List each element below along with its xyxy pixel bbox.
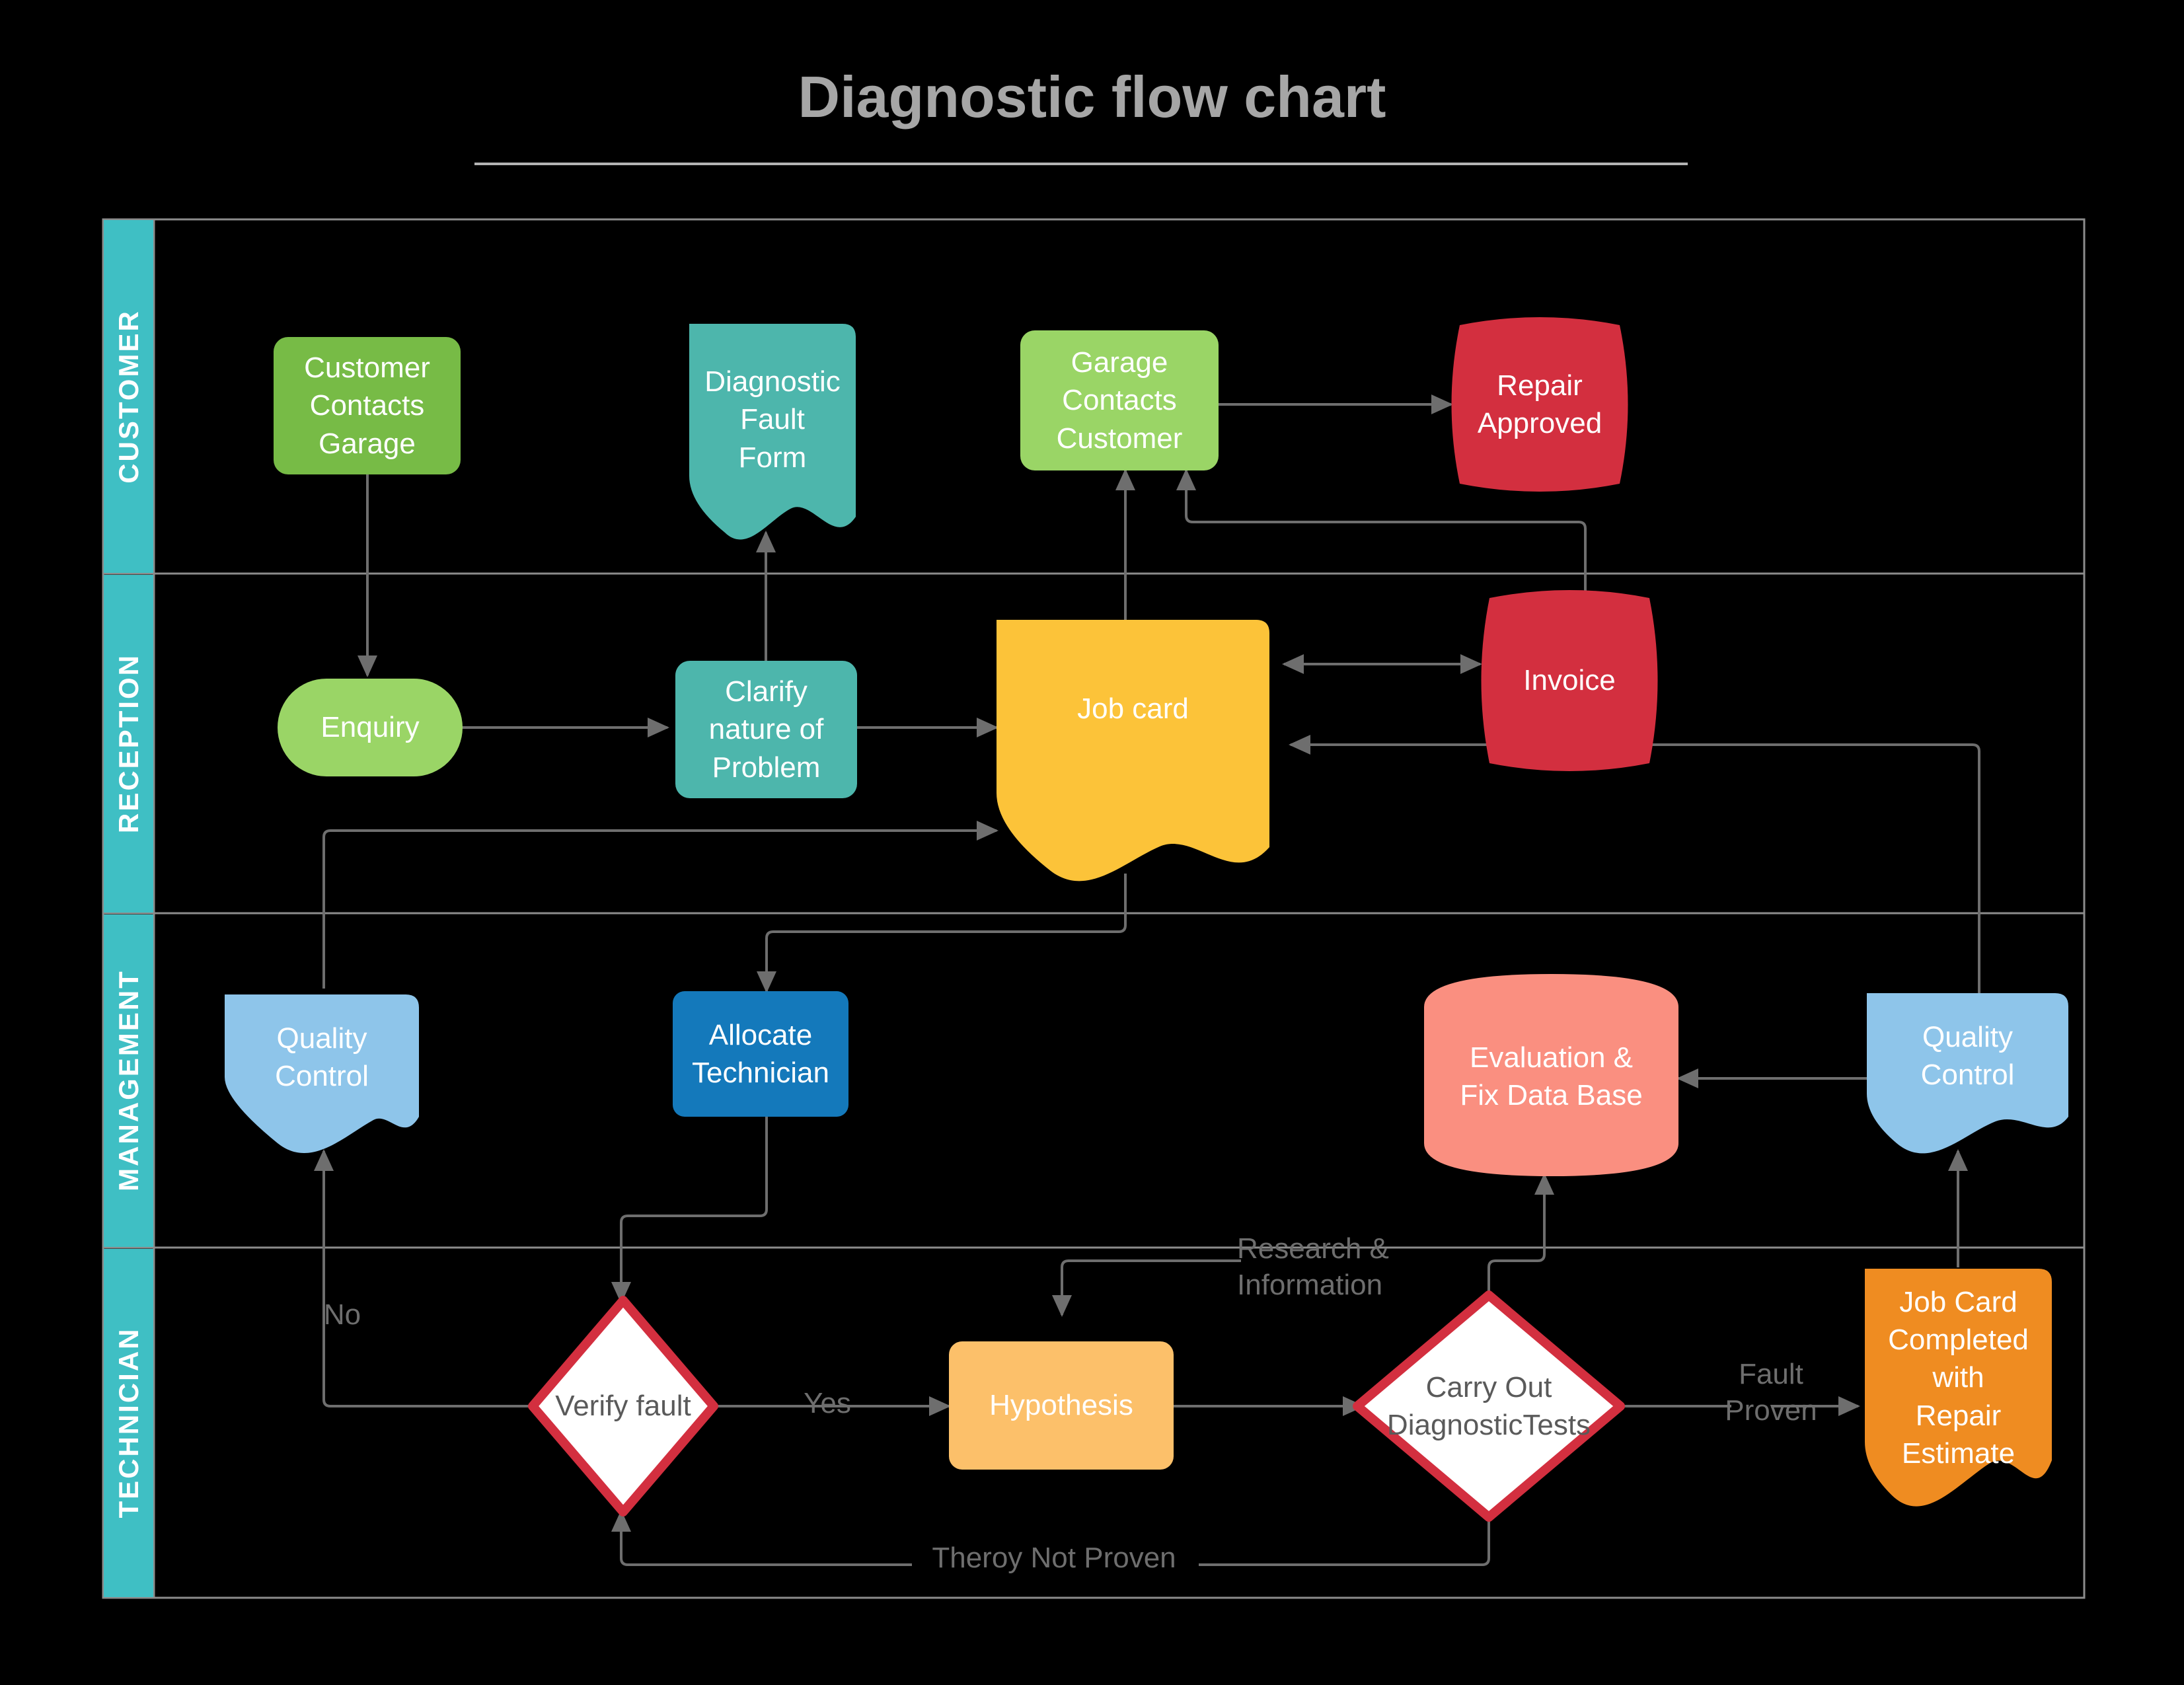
node-quality-control-left[interactable] [225, 994, 419, 1153]
connectors [314, 394, 1980, 1566]
node-hypothesis[interactable] [949, 1341, 1174, 1470]
swimlane-frame [102, 218, 2086, 1599]
node-job-card-completed[interactable] [1865, 1269, 2052, 1507]
node-enquiry[interactable] [278, 679, 463, 776]
edge-label-no: No [323, 1298, 361, 1331]
edge-label-yes: Yes [804, 1387, 851, 1419]
edge-label-research-information: Research & Information [1237, 1232, 1389, 1301]
edge-verifyfault-no-to-qcleft [314, 1149, 535, 1407]
lane-bar-reception [104, 575, 153, 913]
edge-theroy-to-verifyfault [611, 1510, 912, 1566]
node-shapes [225, 317, 2068, 1522]
lane-bar-customer [104, 220, 153, 573]
edge-invoice-to-garagecontacts [1176, 468, 1587, 636]
node-clarify-nature-of-problem[interactable] [675, 661, 857, 798]
swimlane-bars [104, 220, 153, 1597]
node-garage-contacts-customer[interactable] [1020, 330, 1219, 470]
lane-label-technician: TECHNICIAN [113, 1327, 144, 1518]
node-repair-approved[interactable] [1451, 317, 1628, 492]
node-customer-contacts-garage[interactable] [274, 337, 461, 474]
edge-label-theroy-not-proven: Theroy Not Proven [932, 1542, 1176, 1574]
node-quality-control-right[interactable] [1867, 993, 2068, 1154]
node-invoice[interactable] [1481, 590, 1658, 771]
node-allocate-technician[interactable] [673, 991, 848, 1117]
edge-tests-to-verifyfault [1199, 1516, 1490, 1566]
lane-bar-management [104, 915, 153, 1247]
edge-allocatetech-to-verifyfault [611, 1117, 768, 1304]
edge-tests-to-evaluationdb [1487, 1254, 1546, 1296]
edge-research-to-hypothesis [1052, 1259, 1241, 1317]
lane-label-reception: RECEPTION [113, 653, 144, 834]
lane-label-customer: CUSTOMER [113, 309, 144, 484]
edge-jobcard-to-allocatetech [757, 874, 1127, 993]
node-job-card[interactable] [997, 620, 1269, 881]
lane-bar-technician [104, 1249, 153, 1597]
title-divider [474, 163, 1688, 165]
edge-label-fault-proven: Fault Proven [1725, 1358, 1817, 1427]
node-diagnostic-fault-form[interactable] [689, 324, 856, 540]
node-carry-out-diagnostic-tests[interactable] [1353, 1291, 1625, 1522]
lane-label-management: MANAGEMENT [113, 969, 144, 1191]
edge-qcright-to-jobcard [1289, 735, 1980, 993]
node-verify-fault[interactable] [528, 1296, 718, 1516]
edge-jobcard-to-qcleft [322, 821, 998, 989]
node-evaluation-fix-data-base[interactable] [1424, 974, 1678, 1176]
page-title: Diagnostic flow chart [798, 64, 1386, 130]
